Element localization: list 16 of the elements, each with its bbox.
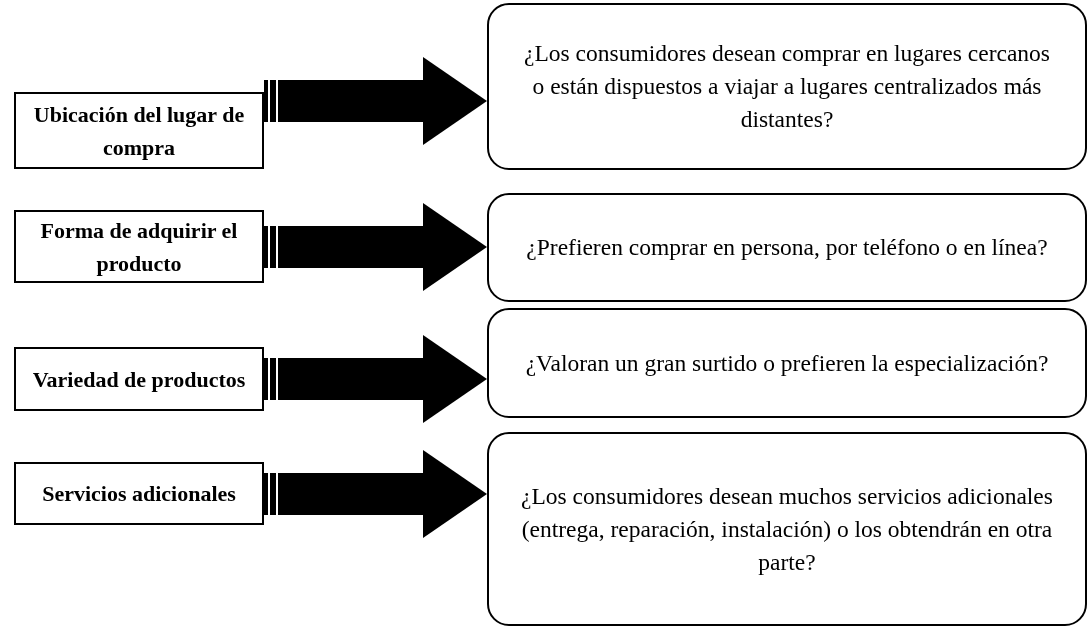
category-label: Servicios adicionales [41,480,237,508]
question-text: ¿Los consumidores desean muchos servicios adicionales (entrega, reparación, instalación) o los obtendrán en otra parte? [520,481,1054,577]
question-box [487,308,1087,418]
category-box [14,462,264,525]
question-box [487,3,1087,170]
question-text: ¿Prefieren comprar en persona, por teléfono o en línea? [526,233,1048,262]
category-box [14,210,264,283]
category-label: Variedad de productos [31,365,247,394]
question-text: ¿Los consumidores desean comprar en lugares cercanos o están dispuestos a viajar a lugares centralizados más distantes? [523,39,1051,134]
question-box [487,432,1087,626]
category-label: Forma de adquirir el producto [39,216,239,278]
question-text: ¿Valoran un gran surtido o prefieren la especialización? [525,348,1049,378]
question-box [487,193,1087,302]
category-label: Ubicación del lugar de compra [32,100,246,162]
category-box [14,92,264,169]
category-box [14,347,264,411]
